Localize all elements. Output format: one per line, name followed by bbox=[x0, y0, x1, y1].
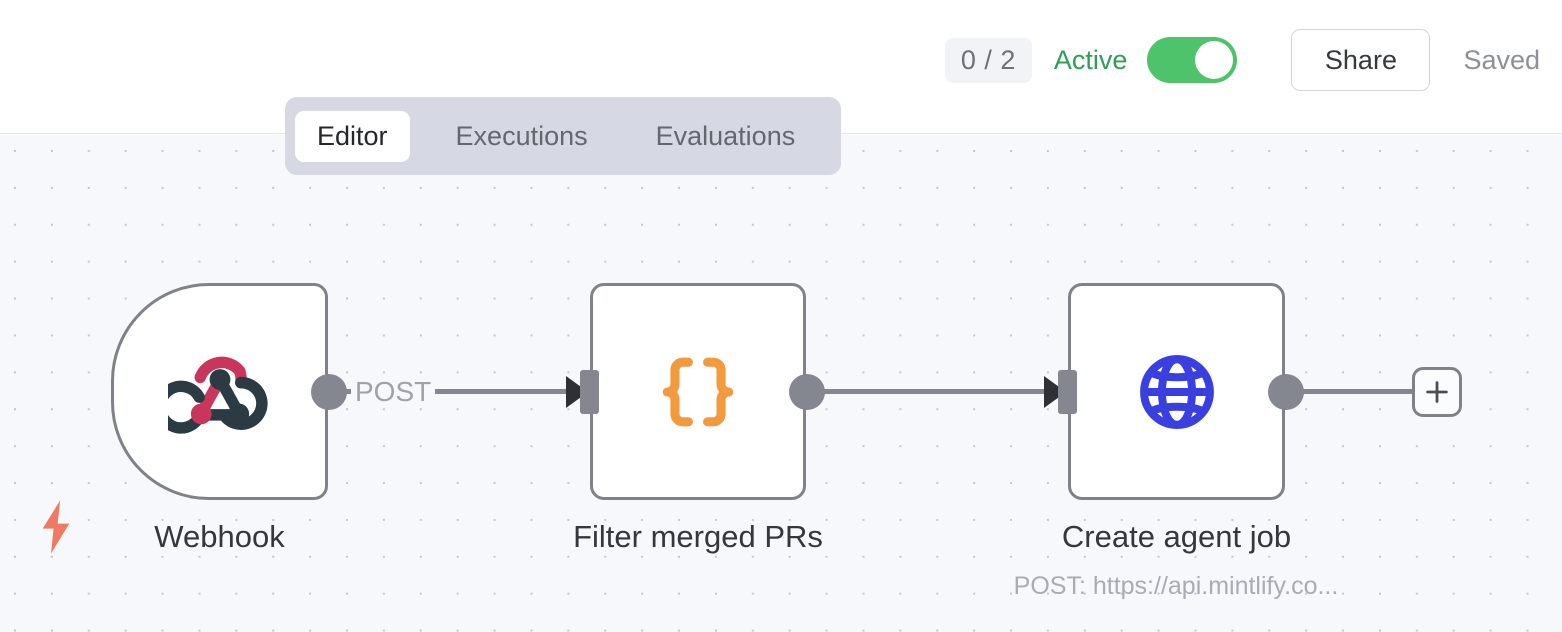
node-sublabel-create-agent-job: POST: https://api.mintlify.co... bbox=[1013, 572, 1339, 600]
active-status-label: Active bbox=[1053, 44, 1128, 75]
connector-http-to-add[interactable] bbox=[1302, 389, 1414, 394]
share-button[interactable]: Share bbox=[1291, 29, 1431, 91]
active-toggle[interactable] bbox=[1147, 37, 1238, 83]
output-port-http[interactable] bbox=[1268, 374, 1304, 410]
header-actions: 0 / 2 Active Share Saved bbox=[944, 28, 1540, 92]
plus-icon bbox=[1426, 381, 1448, 403]
globe-icon bbox=[1139, 354, 1214, 429]
connector-filter-to-http[interactable] bbox=[823, 389, 1045, 394]
node-label-webhook: Webhook bbox=[154, 519, 285, 554]
connector-label-post: POST bbox=[351, 378, 436, 406]
node-label-create-agent-job: Create agent job bbox=[1061, 519, 1292, 554]
node-filter-merged-prs[interactable] bbox=[590, 283, 806, 500]
tab-executions[interactable]: Executions bbox=[455, 120, 588, 151]
connector-webhook-to-filter[interactable] bbox=[345, 389, 573, 394]
input-port-filter[interactable] bbox=[580, 370, 599, 414]
code-braces-icon bbox=[662, 357, 734, 426]
execution-count-badge: 0 / 2 bbox=[944, 37, 1032, 83]
tab-evaluations[interactable]: Evaluations bbox=[655, 120, 796, 151]
output-port-filter[interactable] bbox=[789, 374, 825, 410]
workflow-canvas[interactable]: Webhook Filter merged PRs bbox=[0, 135, 1562, 632]
tab-editor[interactable]: Editor bbox=[295, 110, 410, 162]
webhook-icon bbox=[167, 356, 268, 434]
node-label-filter-merged-prs: Filter merged PRs bbox=[573, 519, 823, 554]
add-node-button[interactable] bbox=[1412, 367, 1462, 417]
node-create-agent-job[interactable] bbox=[1068, 283, 1285, 500]
input-port-http[interactable] bbox=[1058, 370, 1077, 414]
lightning-bolt-icon bbox=[36, 498, 76, 556]
toggle-knob bbox=[1195, 41, 1234, 79]
saved-status-label: Saved bbox=[1463, 44, 1540, 75]
editor-tab-bar: Editor Executions Evaluations bbox=[285, 97, 841, 175]
node-webhook[interactable] bbox=[111, 283, 328, 500]
output-port-webhook[interactable] bbox=[311, 374, 347, 410]
